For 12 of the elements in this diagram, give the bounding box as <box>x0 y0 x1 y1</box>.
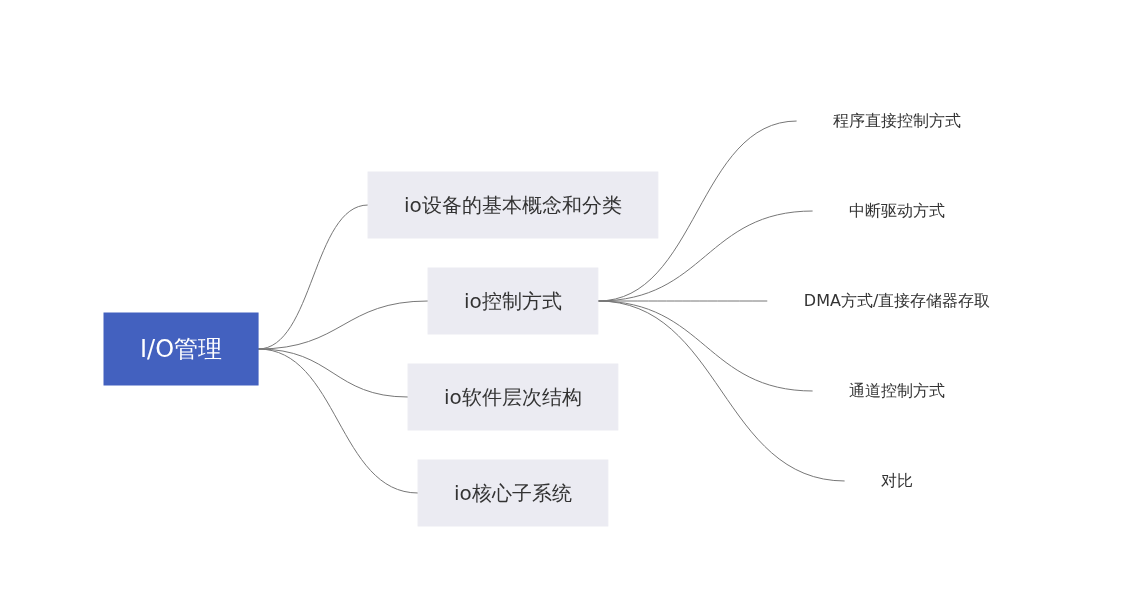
node-text: DMA方式/直接存储器存取 <box>804 290 991 310</box>
node-text: 中断驱动方式 <box>849 200 946 220</box>
node-text: 通道控制方式 <box>849 380 946 400</box>
node-text: 程序直接控制方式 <box>833 110 962 130</box>
node-text: 对比 <box>881 470 914 490</box>
node-box: io设备的基本概念和分类 <box>367 171 659 238</box>
connector <box>597 300 846 481</box>
connector <box>257 348 419 493</box>
node-box: io控制方式 <box>427 267 599 334</box>
node-box: io软件层次结构 <box>407 363 619 430</box>
node-box: io核心子系统 <box>417 459 609 526</box>
node-box: I/O管理 <box>103 312 259 385</box>
